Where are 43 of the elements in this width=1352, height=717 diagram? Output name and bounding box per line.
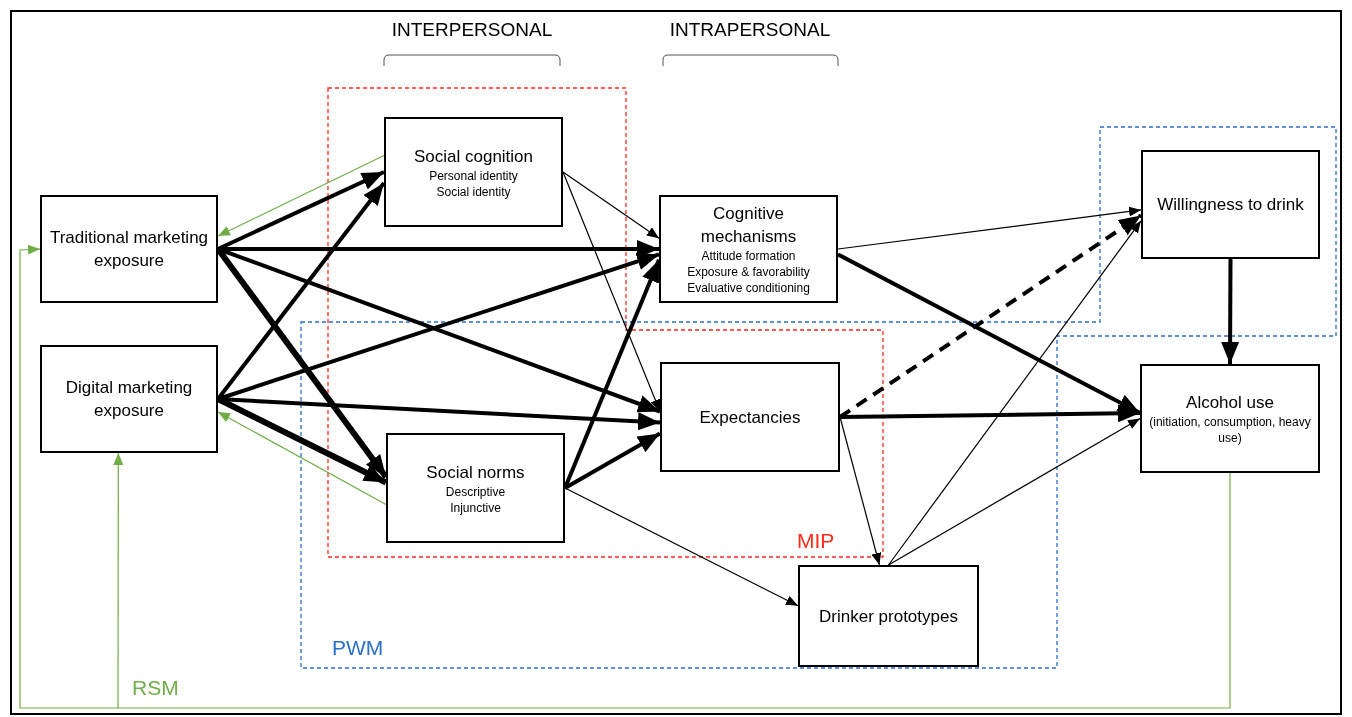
box-title: Expectancies (699, 406, 801, 429)
box-title: Social norms (426, 461, 525, 484)
arrow (564, 431, 661, 490)
concept-box (40, 195, 218, 303)
concept-box (660, 362, 840, 472)
concept-box (659, 195, 838, 303)
feedback-arrow (19, 244, 119, 709)
concept-box (384, 117, 563, 227)
group-heading: INTRAPERSONAL (668, 18, 832, 42)
concept-box (798, 565, 979, 667)
detail-text: Attitude formation (701, 248, 796, 264)
arrow (562, 171, 660, 239)
arrow (837, 206, 1142, 250)
box-title: Alcohol use (1186, 392, 1274, 414)
detail-text: Personal identity (429, 167, 518, 184)
arrow (564, 487, 799, 607)
detail-text: Injunctive (450, 499, 501, 516)
model-label: RSM (132, 675, 179, 701)
box-title: Willingness to drink (1157, 194, 1304, 216)
arrow (839, 404, 1141, 423)
detail-text: Evaluative conditioning (687, 280, 810, 296)
box-title: Cognitive mechanisms (699, 203, 798, 248)
concept-box (386, 433, 565, 543)
concept-box (1141, 150, 1320, 259)
model-label: PWM (332, 635, 384, 661)
concept-box (1140, 364, 1320, 473)
detail-text: Social identity (436, 183, 511, 200)
box-title: Digital marketing exposure (64, 377, 194, 422)
feedback-arrow (217, 411, 387, 506)
detail-text: (initiation, consumption, heavy use) (1148, 414, 1312, 446)
arrow (887, 220, 1142, 566)
feedback-arrow (217, 154, 385, 237)
detail-text: Descriptive (445, 483, 506, 500)
arrow (887, 417, 1141, 566)
box-title: Drinker prototypes (819, 605, 958, 628)
detail-text: Exposure & favorability (687, 264, 810, 280)
box-title: Traditional marketing exposure (48, 227, 210, 272)
feedback-arrow (113, 452, 124, 709)
arrow (1221, 259, 1240, 364)
model-label: MIP (797, 528, 835, 554)
box-title: Social cognition (413, 145, 534, 168)
group-heading: INTERPERSONAL (390, 18, 554, 42)
concept-box (40, 345, 218, 453)
